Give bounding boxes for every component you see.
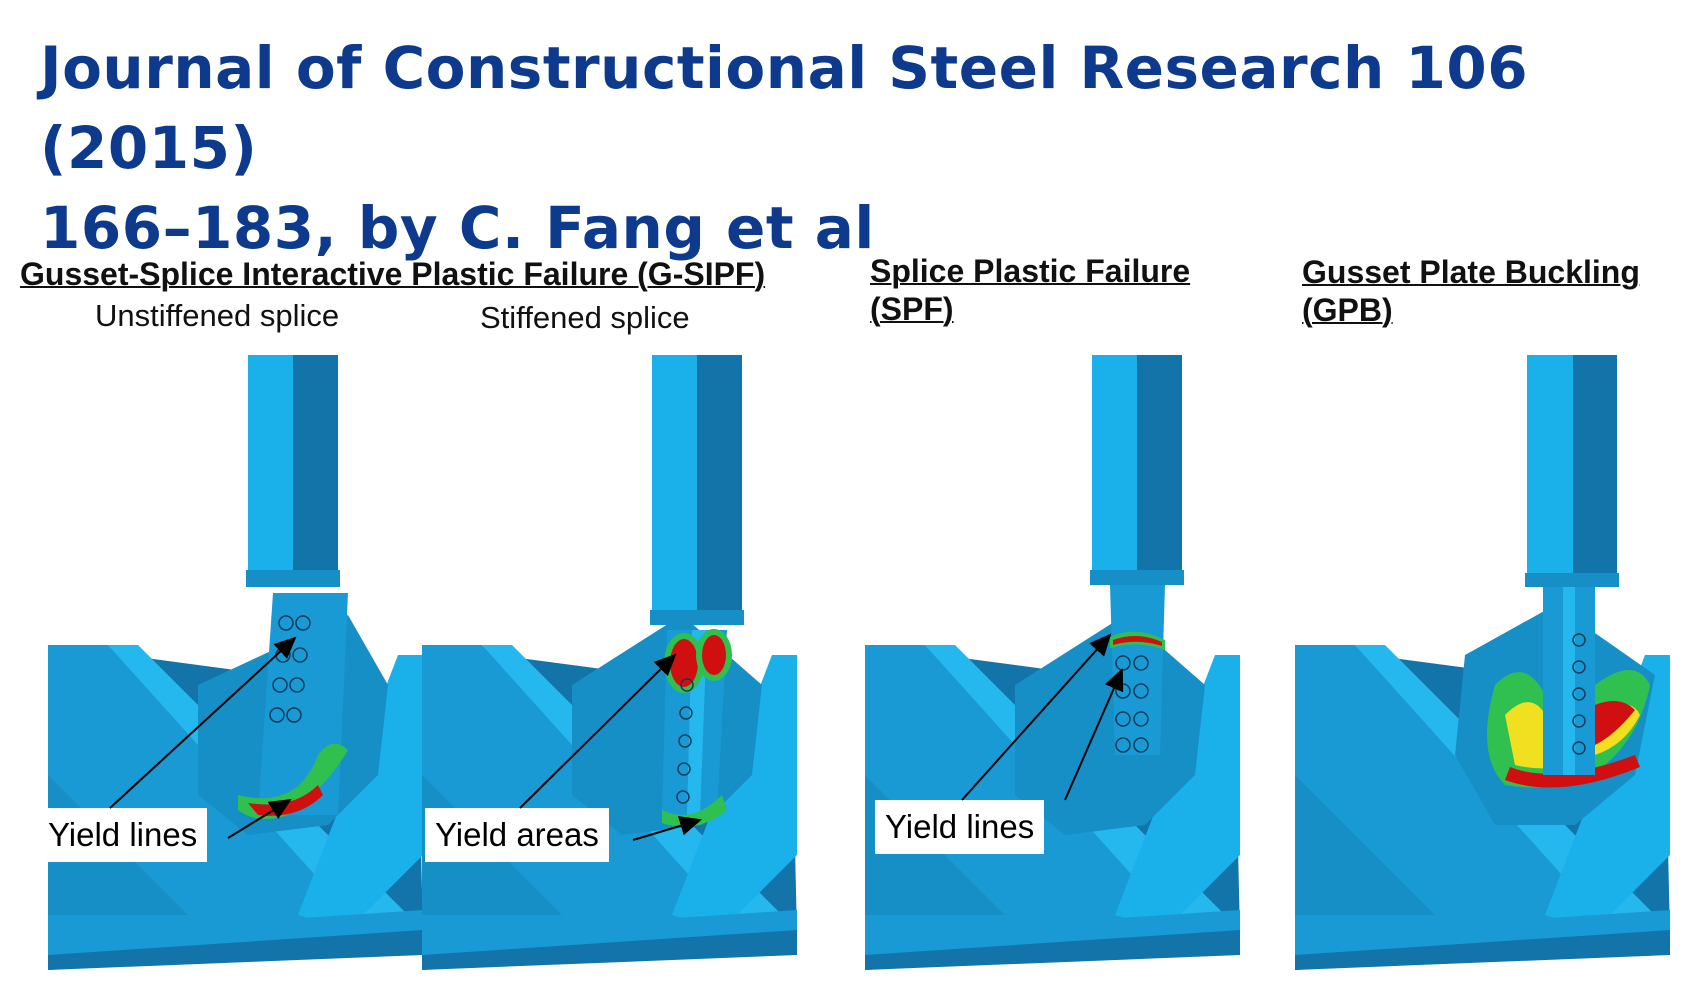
stiffened-label: Stiffened splice [480,300,690,335]
fe-model-stiffened-image [422,355,797,970]
gpb-header: Gusset Plate Buckling (GPB) [1302,253,1640,329]
fe-model-gpb-image [1295,355,1670,970]
spf-header-line-1: Splice Plastic Failure [870,253,1191,289]
gpb-header-line-2: (GPB) [1302,292,1393,328]
title-line-2: 166–183, by C. Fang et al [40,194,875,262]
gsipf-header: Gusset-Splice Interactive Plastic Failur… [20,256,766,292]
fe-model-unstiffened-image [48,355,423,970]
page-title: Journal of Constructional Steel Research… [40,28,1680,268]
callout-yield-lines-2: Yield lines [875,800,1045,854]
spf-header: Splice Plastic Failure (SPF) [870,252,1190,328]
gpb-header-line-1: Gusset Plate Buckling [1302,254,1640,290]
fe-model-spf-image [865,355,1240,970]
unstiffened-label: Unstiffened splice [95,298,340,333]
callout-yield-areas: Yield areas [425,808,609,862]
spf-header-line-2: (SPF) [870,291,954,327]
callout-yield-lines-1: Yield lines [38,808,208,862]
title-line-1: Journal of Constructional Steel Research… [40,34,1529,182]
